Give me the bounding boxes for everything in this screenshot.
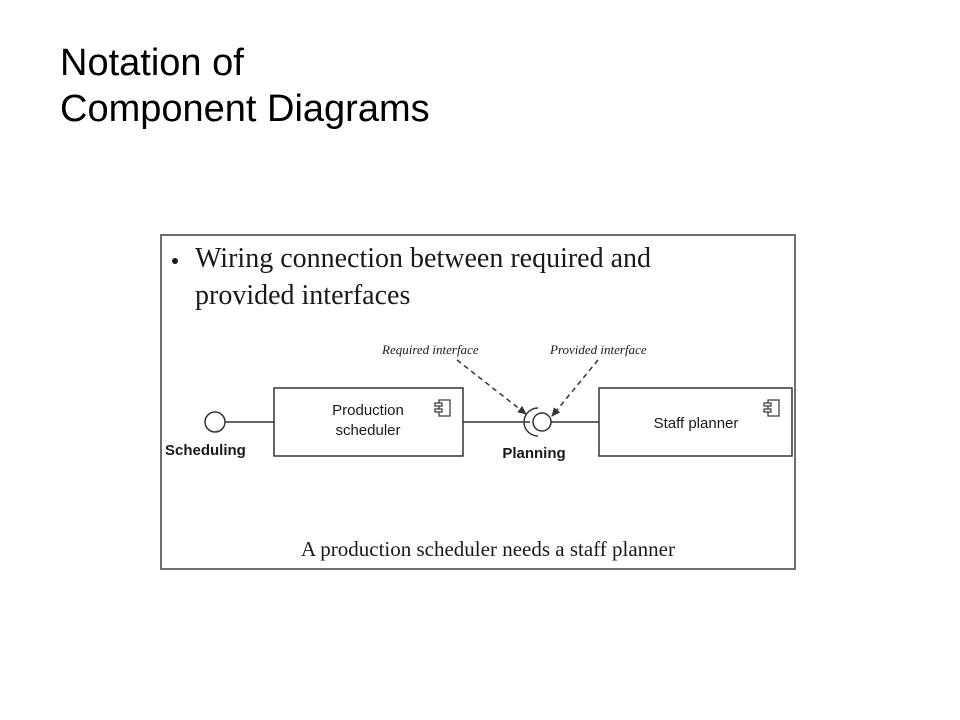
planning-provided-circle (532, 412, 552, 432)
planning-interface-label: Planning (502, 445, 565, 462)
required-interface-label: Required interface (381, 342, 479, 357)
scheduling-interface-label: Scheduling (165, 442, 246, 459)
provided-interface-label: Provided interface (549, 342, 647, 357)
component-diagram-svg: Wiring connection between required and p… (165, 243, 793, 561)
planning-required-socket (523, 407, 539, 437)
production-scheduler-label-line-1: Production (332, 402, 404, 419)
required-interface-arrow (456, 359, 527, 415)
slide-title-line-1: Notation of (60, 42, 244, 84)
figure-caption: A production scheduler needs a staff pla… (301, 537, 675, 561)
staff-planner-label: Staff planner (654, 415, 739, 432)
component-diagram-figure: Wiring connection between required and p… (160, 234, 796, 570)
production-scheduler-component-icon (434, 399, 451, 417)
staff-planner-component (598, 387, 793, 457)
slide-title-line-2: Component Diagrams (60, 88, 430, 130)
slide-title: Notation of Component Diagrams (60, 40, 430, 132)
bullet-dot (172, 258, 178, 264)
production-scheduler-label-line-2: scheduler (335, 422, 400, 439)
bullet-text-line-2: provided interfaces (195, 280, 410, 311)
bullet-text-line-1: Wiring connection between required and (195, 243, 651, 274)
scheduling-interface-circle (204, 411, 226, 433)
provided-interface-arrow (551, 359, 599, 417)
staff-planner-component-icon (763, 399, 780, 417)
